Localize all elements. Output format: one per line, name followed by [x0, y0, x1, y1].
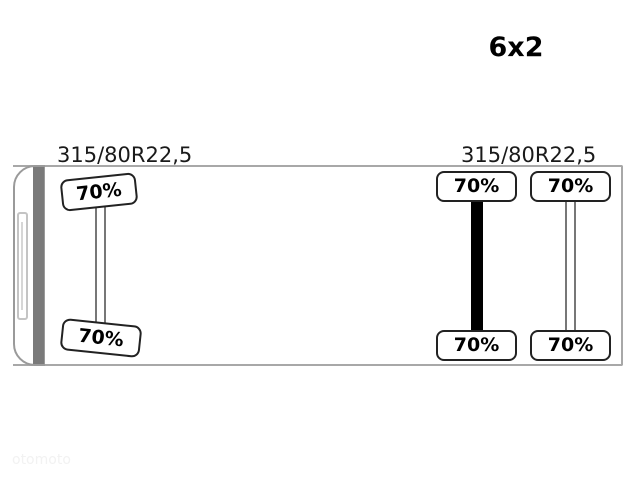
tag-axle-shaft — [565, 200, 576, 332]
cab-window-divider — [21, 222, 23, 310]
cab-front-bar — [33, 167, 44, 364]
chassis-frame — [13, 165, 623, 366]
tag-axle-left-tire: 70% — [530, 171, 611, 202]
rear-tire-size-label: 315/80R22,5 — [461, 143, 597, 167]
drive-axle-right-tire: 70% — [436, 330, 517, 361]
watermark: otomoto — [12, 452, 71, 468]
front-tire-size-label: 315/80R22,5 — [57, 143, 193, 167]
cab-window — [17, 212, 28, 320]
drive-axle-shaft — [471, 200, 483, 332]
drive-axle-left-tire: 70% — [436, 171, 517, 202]
front-axle-shaft — [95, 203, 106, 324]
configuration-label: 6x2 — [488, 32, 544, 63]
tag-axle-right-tire: 70% — [530, 330, 611, 361]
